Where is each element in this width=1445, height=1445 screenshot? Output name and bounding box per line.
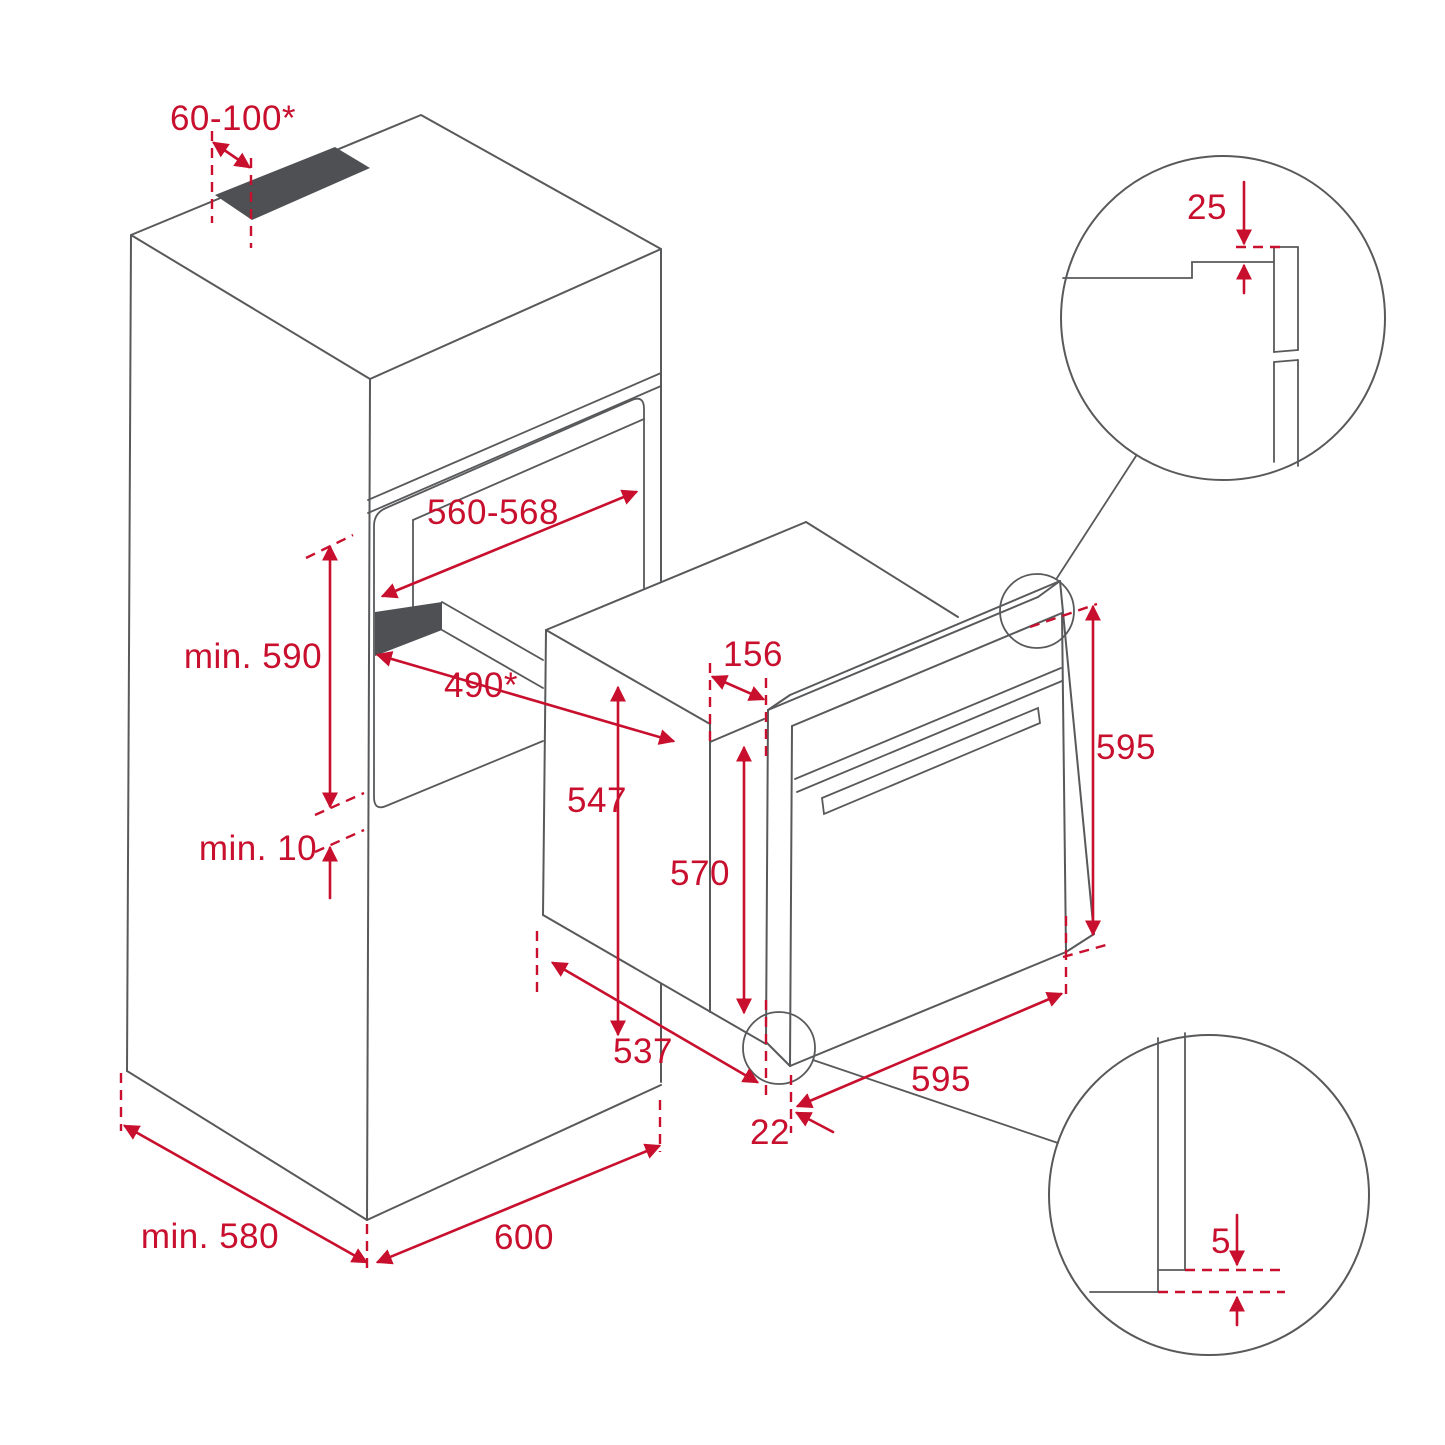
dim-oven-front-height: 595 bbox=[1029, 602, 1156, 959]
svg-text:547: 547 bbox=[567, 781, 627, 820]
svg-text:490*: 490* bbox=[444, 666, 518, 705]
callout-circle-top-corner bbox=[999, 573, 1075, 649]
svg-text:22: 22 bbox=[750, 1113, 790, 1152]
dim-niche-width: 560-568 bbox=[380, 489, 639, 599]
callout-leader-top bbox=[1056, 455, 1137, 579]
svg-text:min. 10: min. 10 bbox=[199, 829, 317, 868]
cabinet-top-vent bbox=[215, 147, 370, 220]
dim-oven-body-height: 547 bbox=[567, 685, 627, 1037]
dim-top-offset: 156 bbox=[708, 635, 783, 760]
oven-door-top-line bbox=[796, 680, 1063, 793]
dim-frame-thickness: 22 bbox=[750, 1000, 835, 1152]
dim-detail-bottom-gap: 5 bbox=[1211, 1222, 1231, 1261]
detail-bottom: 5 bbox=[1048, 1032, 1370, 1356]
svg-text:595: 595 bbox=[1096, 728, 1156, 767]
dim-oven-inner-height: 570 bbox=[670, 745, 753, 1015]
svg-text:560-568: 560-568 bbox=[427, 493, 559, 532]
callout-circle-bottom-corner bbox=[742, 1011, 816, 1085]
dim-detail-top-overlap: 25 bbox=[1187, 188, 1227, 227]
dim-bottom-gap-min: min. 10 bbox=[199, 791, 365, 900]
dim-cabinet-depth-min: min. 580 bbox=[119, 1073, 369, 1272]
dim-oven-front-width: 595 bbox=[789, 916, 1068, 1133]
dim-niche-depth: 490* bbox=[375, 651, 676, 745]
detail-top: 25 bbox=[1060, 155, 1386, 481]
dim-oven-body-depth: 537 bbox=[535, 931, 760, 1084]
svg-text:600: 600 bbox=[494, 1218, 554, 1257]
dim-vent-width: 60-100* bbox=[170, 99, 296, 248]
oven-door-handle bbox=[821, 706, 1041, 816]
svg-text:min. 590: min. 590 bbox=[184, 637, 322, 676]
dim-cabinet-width: 600 bbox=[375, 1100, 662, 1265]
oven-front-frame bbox=[765, 580, 1095, 1067]
svg-text:156: 156 bbox=[723, 635, 783, 674]
svg-text:min. 580: min. 580 bbox=[141, 1217, 279, 1256]
svg-text:595: 595 bbox=[911, 1060, 971, 1099]
svg-text:570: 570 bbox=[670, 854, 730, 893]
svg-text:537: 537 bbox=[613, 1032, 673, 1071]
oven-control-panel-line bbox=[794, 667, 1062, 780]
svg-text:60-100*: 60-100* bbox=[170, 99, 296, 138]
niche-shelf-edge bbox=[375, 602, 442, 656]
dim-niche-height-min: min. 590 bbox=[184, 533, 354, 809]
